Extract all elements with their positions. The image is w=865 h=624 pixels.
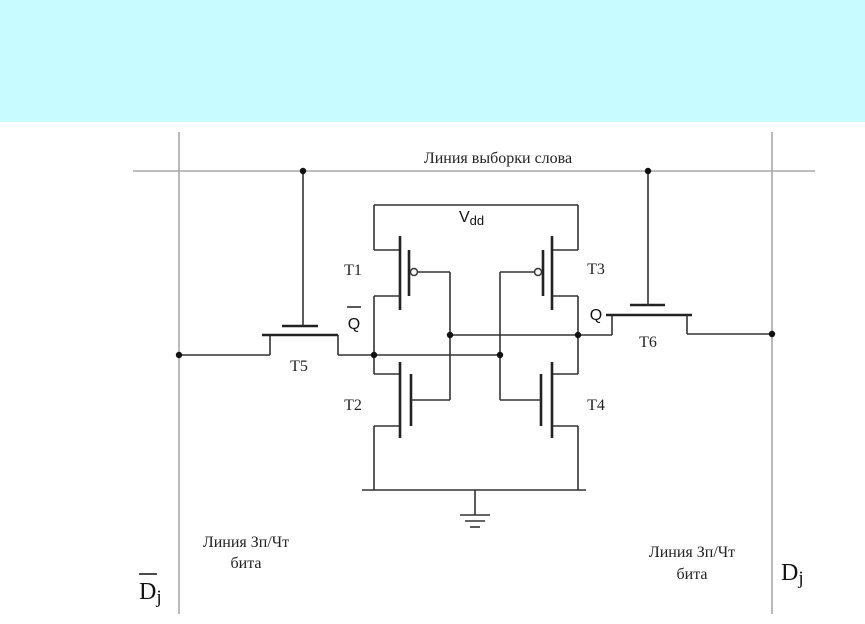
t1-label: T1 [344,262,362,279]
bitline-right-label-line1: Линия Зп/Чт [649,544,735,561]
ground-icon [460,514,490,528]
vdd-rail [373,204,579,250]
d-bar-label: Dj [139,573,162,608]
svg-text:Q: Q [348,316,360,333]
transistor-t3 [499,236,579,400]
t6-label: T6 [639,334,657,351]
transistor-t5 [179,171,374,356]
transistor-t1 [373,236,451,400]
cross-coupling [374,334,578,356]
junction-dot [574,331,582,339]
ground-rail [362,489,586,515]
junction-dot [496,351,504,359]
svg-text:Dj: Dj [139,579,162,608]
junction-dot [644,167,652,175]
junction-dot [370,351,378,359]
junction-dot [299,167,307,175]
t5-label: T5 [290,358,308,375]
vdd-label: Vdd [459,209,484,228]
q-bar-label: Q [347,306,361,333]
t2-label: T2 [344,397,362,414]
word-line-label: Линия выборки слова [424,150,572,167]
bitline-left-label-line2: бита [231,555,262,572]
t4-label: T4 [587,397,605,414]
transistor-t6 [578,171,772,336]
bitline-left-label-line1: Линия Зп/Чт [203,534,289,551]
junction-dot [446,331,454,339]
junction-dot [768,330,776,338]
transistor-t4 [500,355,579,490]
bitline-right-label-line2: бита [677,566,708,583]
t3-label: T3 [587,261,605,278]
top-banner [0,0,865,122]
junction-dot [175,351,183,359]
transistor-t2 [373,355,450,490]
q-label: Q [590,307,602,324]
d-label: Dj [781,560,804,589]
